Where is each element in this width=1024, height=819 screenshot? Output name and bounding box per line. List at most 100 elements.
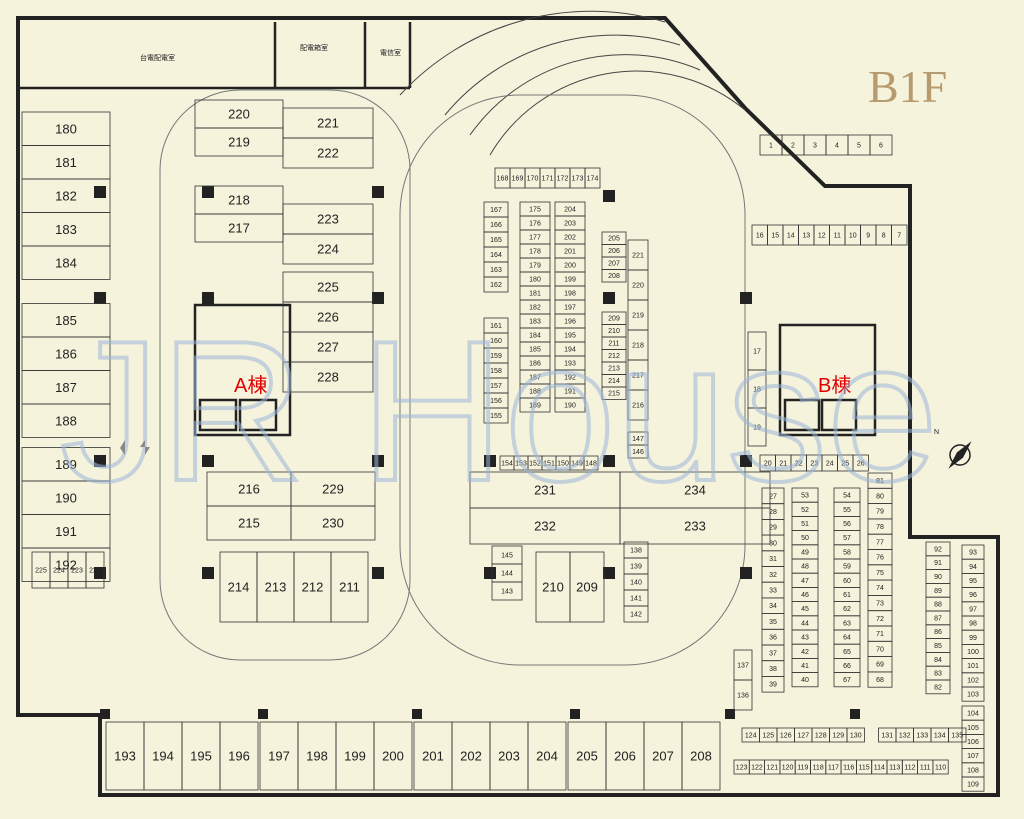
stall-number: 16 xyxy=(756,232,764,239)
stall-number: 151 xyxy=(543,460,555,467)
parking-stall xyxy=(681,721,721,791)
stall-number: 217 xyxy=(228,221,250,236)
stall-number: 194 xyxy=(152,749,174,764)
stall-number: 50 xyxy=(801,535,809,542)
stall-number: 23 xyxy=(810,460,818,467)
stall-number: 193 xyxy=(564,360,576,367)
stall-number: 115 xyxy=(858,764,869,771)
parking-stall xyxy=(584,167,601,189)
stall-number: 96 xyxy=(969,592,977,599)
stall-number: 121 xyxy=(766,764,778,771)
stall-number: 55 xyxy=(843,507,851,514)
stall-number: 95 xyxy=(969,578,977,585)
stall-number: 229 xyxy=(322,482,344,497)
stall-number: 154 xyxy=(501,460,513,467)
stall-number: 155 xyxy=(490,413,502,420)
stall-number: 190 xyxy=(564,402,576,409)
stall-number: 12 xyxy=(818,232,826,239)
stall-number: 207 xyxy=(608,261,620,268)
stall-number: 221 xyxy=(632,252,644,259)
stall-number: 60 xyxy=(843,578,851,585)
stall-number: 138 xyxy=(630,547,642,554)
stall-number: 32 xyxy=(769,572,777,579)
stall-number: 214 xyxy=(608,378,620,385)
stall-number: 223 xyxy=(71,567,83,574)
stall-number: 222 xyxy=(89,567,101,574)
stall-number: 196 xyxy=(564,318,576,325)
stall-number: 54 xyxy=(843,493,851,500)
stall-number: 220 xyxy=(632,282,644,289)
stall-number: 170 xyxy=(527,175,539,182)
stall-number: 61 xyxy=(843,592,851,599)
stall-number: 58 xyxy=(843,549,851,556)
stall-number: 189 xyxy=(55,457,77,472)
stall-number: 188 xyxy=(55,413,77,428)
stall-number: 86 xyxy=(934,629,942,636)
stall-number: 104 xyxy=(967,711,979,718)
stall-number: 207 xyxy=(652,749,674,764)
stall-number: 181 xyxy=(529,290,541,297)
parking-stall xyxy=(282,233,374,265)
stall-number: 106 xyxy=(967,739,979,746)
stall-number: 157 xyxy=(490,383,502,390)
parking-stall xyxy=(627,444,649,459)
stall-number: 31 xyxy=(769,556,777,563)
stall-number: 182 xyxy=(55,188,77,203)
stall-number: 22 xyxy=(795,460,803,467)
stall-number: 130 xyxy=(850,732,862,739)
stall-number: 93 xyxy=(969,550,977,557)
stall-number: 226 xyxy=(317,310,339,325)
stall-number: 14 xyxy=(787,232,795,239)
stall-number: 225 xyxy=(35,567,47,574)
stall-number: 220 xyxy=(228,107,250,122)
stall-number: 195 xyxy=(190,749,212,764)
stall-number: 153 xyxy=(515,460,527,467)
stall-number: 193 xyxy=(114,749,136,764)
stall-number: 10 xyxy=(849,232,857,239)
stall-number: 221 xyxy=(317,116,339,131)
stall-number: 133 xyxy=(916,732,928,739)
stall-number: 113 xyxy=(889,764,900,771)
stall-number: 124 xyxy=(745,732,757,739)
stall-number: 214 xyxy=(228,580,250,595)
parking-stall xyxy=(961,686,985,702)
stall-number: 147 xyxy=(632,436,644,443)
stall-number: 188 xyxy=(529,388,541,395)
parking-stall xyxy=(747,407,767,447)
stall-number: 197 xyxy=(268,749,290,764)
stall-number: 200 xyxy=(564,262,576,269)
stall-number: 180 xyxy=(529,276,541,283)
stall-number: 144 xyxy=(501,570,513,577)
stall-number: 202 xyxy=(564,234,576,241)
parking-stall xyxy=(761,676,785,693)
stall-number: 143 xyxy=(501,588,513,595)
stall-number: 46 xyxy=(801,592,809,599)
stall-number: 21 xyxy=(779,460,787,467)
compass-north: N xyxy=(934,429,939,436)
stall-number: 181 xyxy=(55,155,77,170)
watermark: JR House xyxy=(60,300,938,523)
parking-stall xyxy=(961,776,985,792)
parking-stall xyxy=(21,547,111,582)
stall-number: 149 xyxy=(571,460,583,467)
stall-number: 199 xyxy=(344,749,366,764)
stall-number: 202 xyxy=(460,749,482,764)
stall-number: 210 xyxy=(542,580,564,595)
stall-number: 67 xyxy=(843,677,851,684)
stall-number: 6 xyxy=(879,142,883,149)
stall-number: 152 xyxy=(529,460,541,467)
stall-number: 137 xyxy=(737,662,749,669)
stall-number: 195 xyxy=(564,332,576,339)
stall-number: 203 xyxy=(498,749,520,764)
compass-icon xyxy=(948,441,972,469)
stall-number: 7 xyxy=(897,232,901,239)
stall-number: 127 xyxy=(797,732,809,739)
stall-number: 98 xyxy=(969,621,977,628)
stall-number: 172 xyxy=(557,175,569,182)
stall-number: 125 xyxy=(762,732,774,739)
parking-stall xyxy=(21,403,111,438)
stall-number: 47 xyxy=(801,578,809,585)
stall-number: 166 xyxy=(490,222,502,229)
stall-number: 83 xyxy=(934,671,942,678)
stall-number: 187 xyxy=(529,374,541,381)
